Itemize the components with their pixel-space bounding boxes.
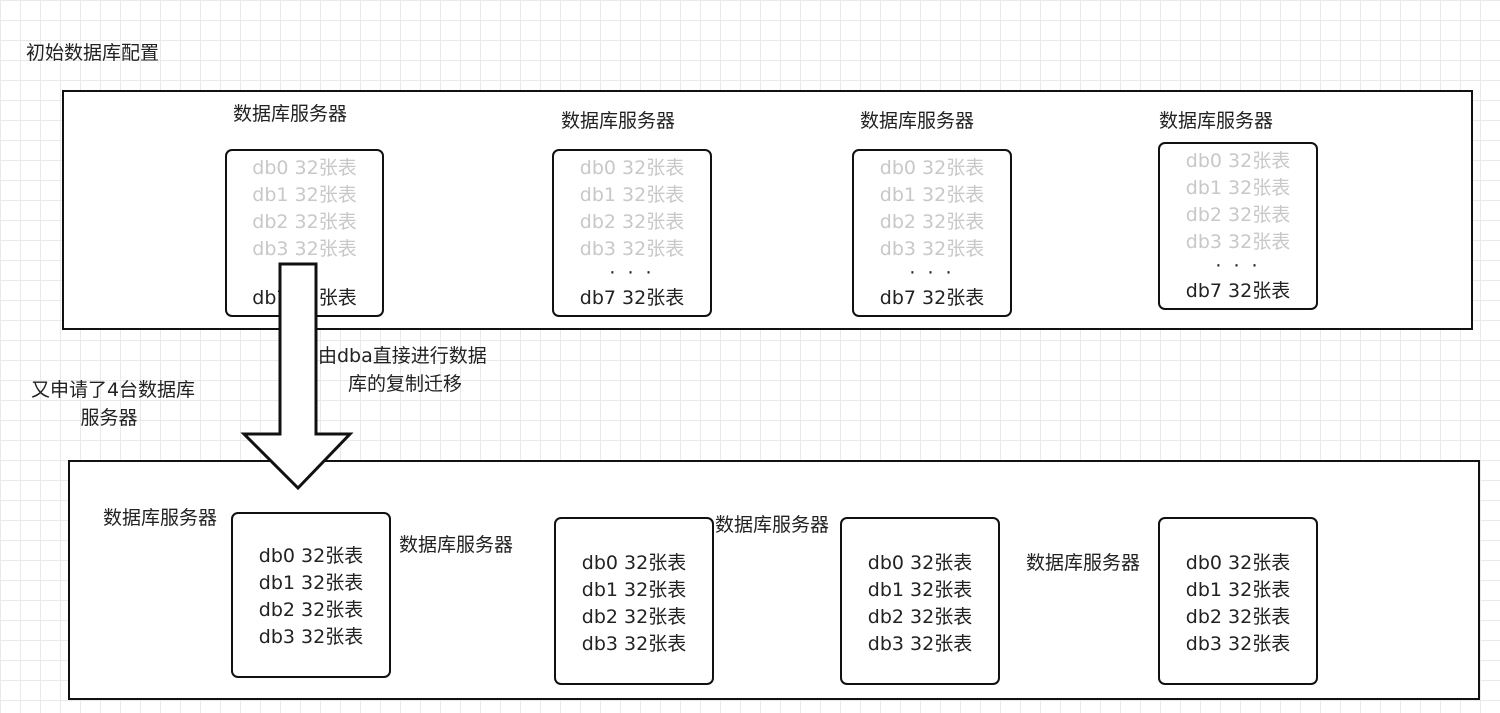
db-entry: db1 32张表	[1185, 177, 1291, 199]
server-label: 数据库服务器	[561, 110, 676, 132]
apply-servers-note: 又申请了4台数据库 服务器	[18, 376, 208, 432]
db-entry-last: db7 32张表	[579, 287, 685, 309]
apply-servers-note-line: 又申请了4台数据库	[30, 379, 196, 401]
ellipsis: · · ·	[609, 262, 655, 284]
db-entry: db0 32张表	[867, 552, 973, 574]
diagram-title: 初始数据库配置	[26, 42, 160, 64]
server-box: db0 32张表 db1 32张表 db2 32张表 db3 32张表	[1158, 517, 1318, 685]
ellipsis: · · ·	[1215, 255, 1261, 277]
db-entry: db1 32张表	[1185, 579, 1291, 601]
db-entry: db1 32张表	[579, 184, 685, 206]
server-label: 数据库服务器	[1026, 552, 1141, 574]
apply-servers-note-line: 服务器	[80, 407, 138, 429]
db-entry: db3 32张表	[252, 238, 357, 260]
server-label: 数据库服务器	[399, 534, 514, 556]
db-entry: db1 32张表	[867, 579, 973, 601]
db-entry: db3 32张表	[581, 633, 687, 655]
server-label: 数据库服务器	[103, 507, 218, 529]
server-box: db0 32张表 db1 32张表 db2 32张表 db3 32张表	[231, 512, 391, 678]
db-entry: db1 32张表	[581, 579, 687, 601]
db-entry: db3 32张表	[1185, 231, 1291, 253]
db-entry: db1 32张表	[879, 184, 985, 206]
ellipsis: · · ·	[909, 262, 955, 284]
db-entry: db2 32张表	[867, 606, 973, 628]
server-box: db0 32张表 db1 32张表 db2 32张表 db3 32张表 · · …	[552, 149, 712, 317]
migration-note-line: 库的复制迁移	[348, 373, 463, 395]
db-entry-last: db7 32张表	[1185, 280, 1291, 302]
server-label: 数据库服务器	[715, 514, 830, 536]
server-box: db0 32张表 db1 32张表 db2 32张表 db3 32张表	[840, 517, 1000, 685]
db-entry: db3 32张表	[1185, 633, 1291, 655]
db-entry: db0 32张表	[1185, 552, 1291, 574]
migration-arrow-icon	[240, 262, 354, 491]
server-label: 数据库服务器	[233, 103, 348, 125]
db-entry: db3 32张表	[258, 626, 364, 648]
db-entry: db2 32张表	[879, 211, 985, 233]
db-entry: db2 32张表	[1185, 606, 1291, 628]
db-entry: db1 32张表	[252, 184, 357, 206]
migration-note-line: 由dba直接进行数据	[318, 345, 487, 367]
server-box: db0 32张表 db1 32张表 db2 32张表 db3 32张表 · · …	[1158, 142, 1318, 310]
db-entry: db2 32张表	[252, 211, 357, 233]
server-label: 数据库服务器	[860, 110, 975, 132]
db-entry: db0 32张表	[258, 545, 364, 567]
db-entry: db2 32张表	[258, 599, 364, 621]
db-entry: db0 32张表	[252, 157, 357, 179]
migration-note: 由dba直接进行数据 库的复制迁移	[318, 342, 487, 398]
db-entry: db1 32张表	[258, 572, 364, 594]
server-box: db0 32张表 db1 32张表 db2 32张表 db3 32张表 · · …	[852, 149, 1012, 317]
db-entry: db2 32张表	[1185, 204, 1291, 226]
db-entry: db3 32张表	[867, 633, 973, 655]
server-label: 数据库服务器	[1159, 110, 1274, 132]
server-box: db0 32张表 db1 32张表 db2 32张表 db3 32张表	[554, 517, 714, 685]
db-entry: db3 32张表	[579, 238, 685, 260]
db-entry: db3 32张表	[879, 238, 985, 260]
db-entry: db0 32张表	[579, 157, 685, 179]
db-entry: db0 32张表	[879, 157, 985, 179]
db-entry-last: db7 32张表	[879, 287, 985, 309]
db-entry: db2 32张表	[579, 211, 685, 233]
db-entry: db0 32张表	[1185, 150, 1291, 172]
db-entry: db0 32张表	[581, 552, 687, 574]
db-entry: db2 32张表	[581, 606, 687, 628]
